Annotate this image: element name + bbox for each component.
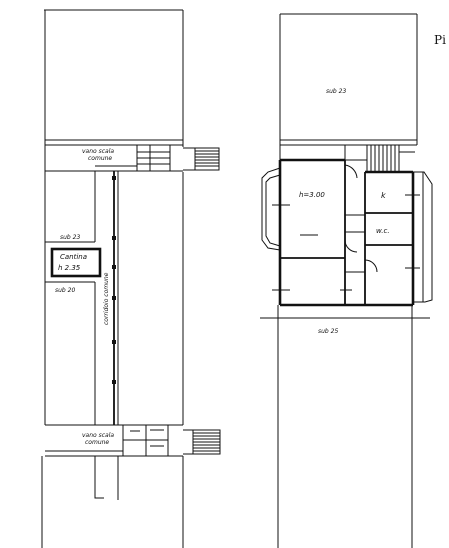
stair-right-steps <box>370 145 396 172</box>
cellar-box <box>50 247 102 278</box>
cellar-sub-label: sub 23 <box>60 234 80 241</box>
cellar-name: Cantina <box>60 253 87 261</box>
bay-window-left <box>261 167 281 251</box>
sub20-label: sub 20 <box>55 287 75 294</box>
stair-top-label-1: vano scala <box>82 148 114 155</box>
sub25-label: sub 25 <box>318 328 338 335</box>
kitchen-label: k <box>381 191 386 200</box>
external-stair-bottom-steps <box>193 432 220 452</box>
external-stair-top <box>194 147 220 171</box>
room-height-label: h=3.00 <box>299 191 325 199</box>
wc-label: w.c. <box>376 227 390 235</box>
left-plan: vano scala comune corridoio comune sub 2… <box>41 9 221 548</box>
corridor-label: corridoio comune <box>103 272 110 325</box>
right-plan: sub 23 <box>260 13 433 548</box>
sub23-label: sub 23 <box>326 88 346 95</box>
external-stair-top-steps <box>195 150 219 167</box>
corner-label: Pi <box>434 33 446 47</box>
stair-bottom-label-1: vano scala <box>82 432 114 439</box>
stair-top-label-2: comune <box>88 155 112 162</box>
stair-bottom-label-2: comune <box>85 439 109 446</box>
cellar-height: h 2.35 <box>58 264 81 272</box>
